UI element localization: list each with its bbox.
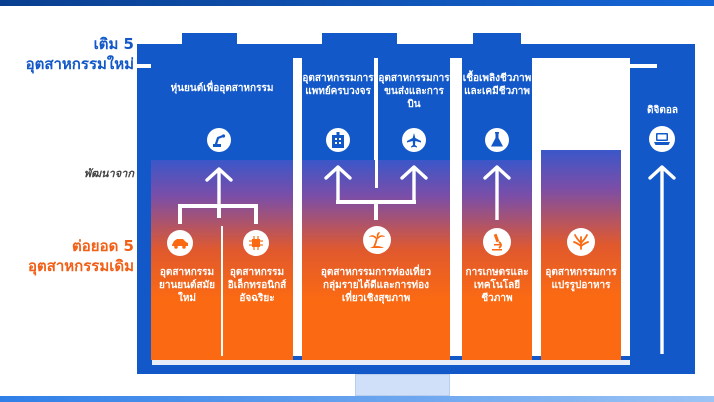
- aviation-label: อุตสาหกรรมการขนส่งและการบิน: [378, 73, 450, 110]
- left-rail: [137, 44, 151, 374]
- wheat-icon: [567, 228, 595, 256]
- laptop-icon: [649, 126, 675, 152]
- branch-stem-2: [374, 200, 378, 220]
- branch-leg-1a: [178, 204, 182, 224]
- developed-from-label: พัฒนาจาก: [83, 167, 134, 180]
- flow-line-bottom: [152, 360, 630, 365]
- top-band: [137, 44, 695, 58]
- top-tab-right: [473, 33, 521, 47]
- arrow-up-medical: [324, 165, 352, 202]
- food-label: อุตสาหกรรมการแปรรูปอาหาร: [545, 267, 617, 291]
- divider-mid: [375, 160, 378, 188]
- divider-1: [221, 226, 223, 356]
- microscope-icon: [483, 228, 511, 256]
- existing-industries-label: ต่อยอด 5 อุตสาหกรรมเดิม: [27, 237, 134, 275]
- robotics-label: หุ่นยนต์เพื่ออุตสาหกรรม: [170, 83, 274, 94]
- chip-icon: [243, 230, 269, 256]
- branch-leg-1b: [254, 204, 258, 224]
- bottom-rule: [0, 396, 714, 402]
- branch-bar-1: [178, 204, 258, 208]
- new-industries-label: เติม 5 อุตสาหกรรมใหม่: [25, 35, 134, 73]
- tourism-label: อุตสาหกรรมการท่องเที่ยวกลุ่มรายได้ดีและก…: [320, 267, 432, 304]
- bottom-connector: [355, 374, 450, 396]
- agriculture-label: การเกษตรและเทคโนโลยีชีวภาพ: [465, 267, 529, 304]
- car-icon: [167, 230, 193, 256]
- top-tab-center: [322, 33, 397, 47]
- branch-stem-1: [217, 204, 221, 218]
- digital-label: ดิจิตอล: [647, 105, 678, 116]
- robot-arm-icon: [207, 128, 231, 152]
- arrow-up-robotics: [205, 167, 233, 206]
- digital-flow-line: [630, 64, 657, 68]
- biofuel-label: เชื้อเพลิงชีวภาพและเคมีชีวภาพ: [462, 73, 532, 97]
- top-tab-left: [182, 33, 237, 47]
- automotive-label: อุตสาหกรรมยานยนต์สมัยใหม่: [158, 267, 216, 304]
- electronics-label: อุตสาหกรรมอิเล็กทรอนิกส์อัจฉริยะ: [227, 267, 287, 304]
- flask-icon: [485, 128, 509, 152]
- hospital-icon: [326, 128, 350, 152]
- palm-tree-icon: [363, 226, 391, 254]
- arrow-up-aviation: [400, 165, 428, 202]
- top-rule: [0, 0, 714, 6]
- tourism-source-panel: [302, 160, 450, 360]
- arrow-up-digital: [648, 165, 676, 354]
- medical-label: อุตสาหกรรมการแพทย์ครบวงจร: [302, 73, 374, 97]
- airplane-icon: [402, 128, 426, 152]
- arrow-up-biofuel: [483, 165, 511, 220]
